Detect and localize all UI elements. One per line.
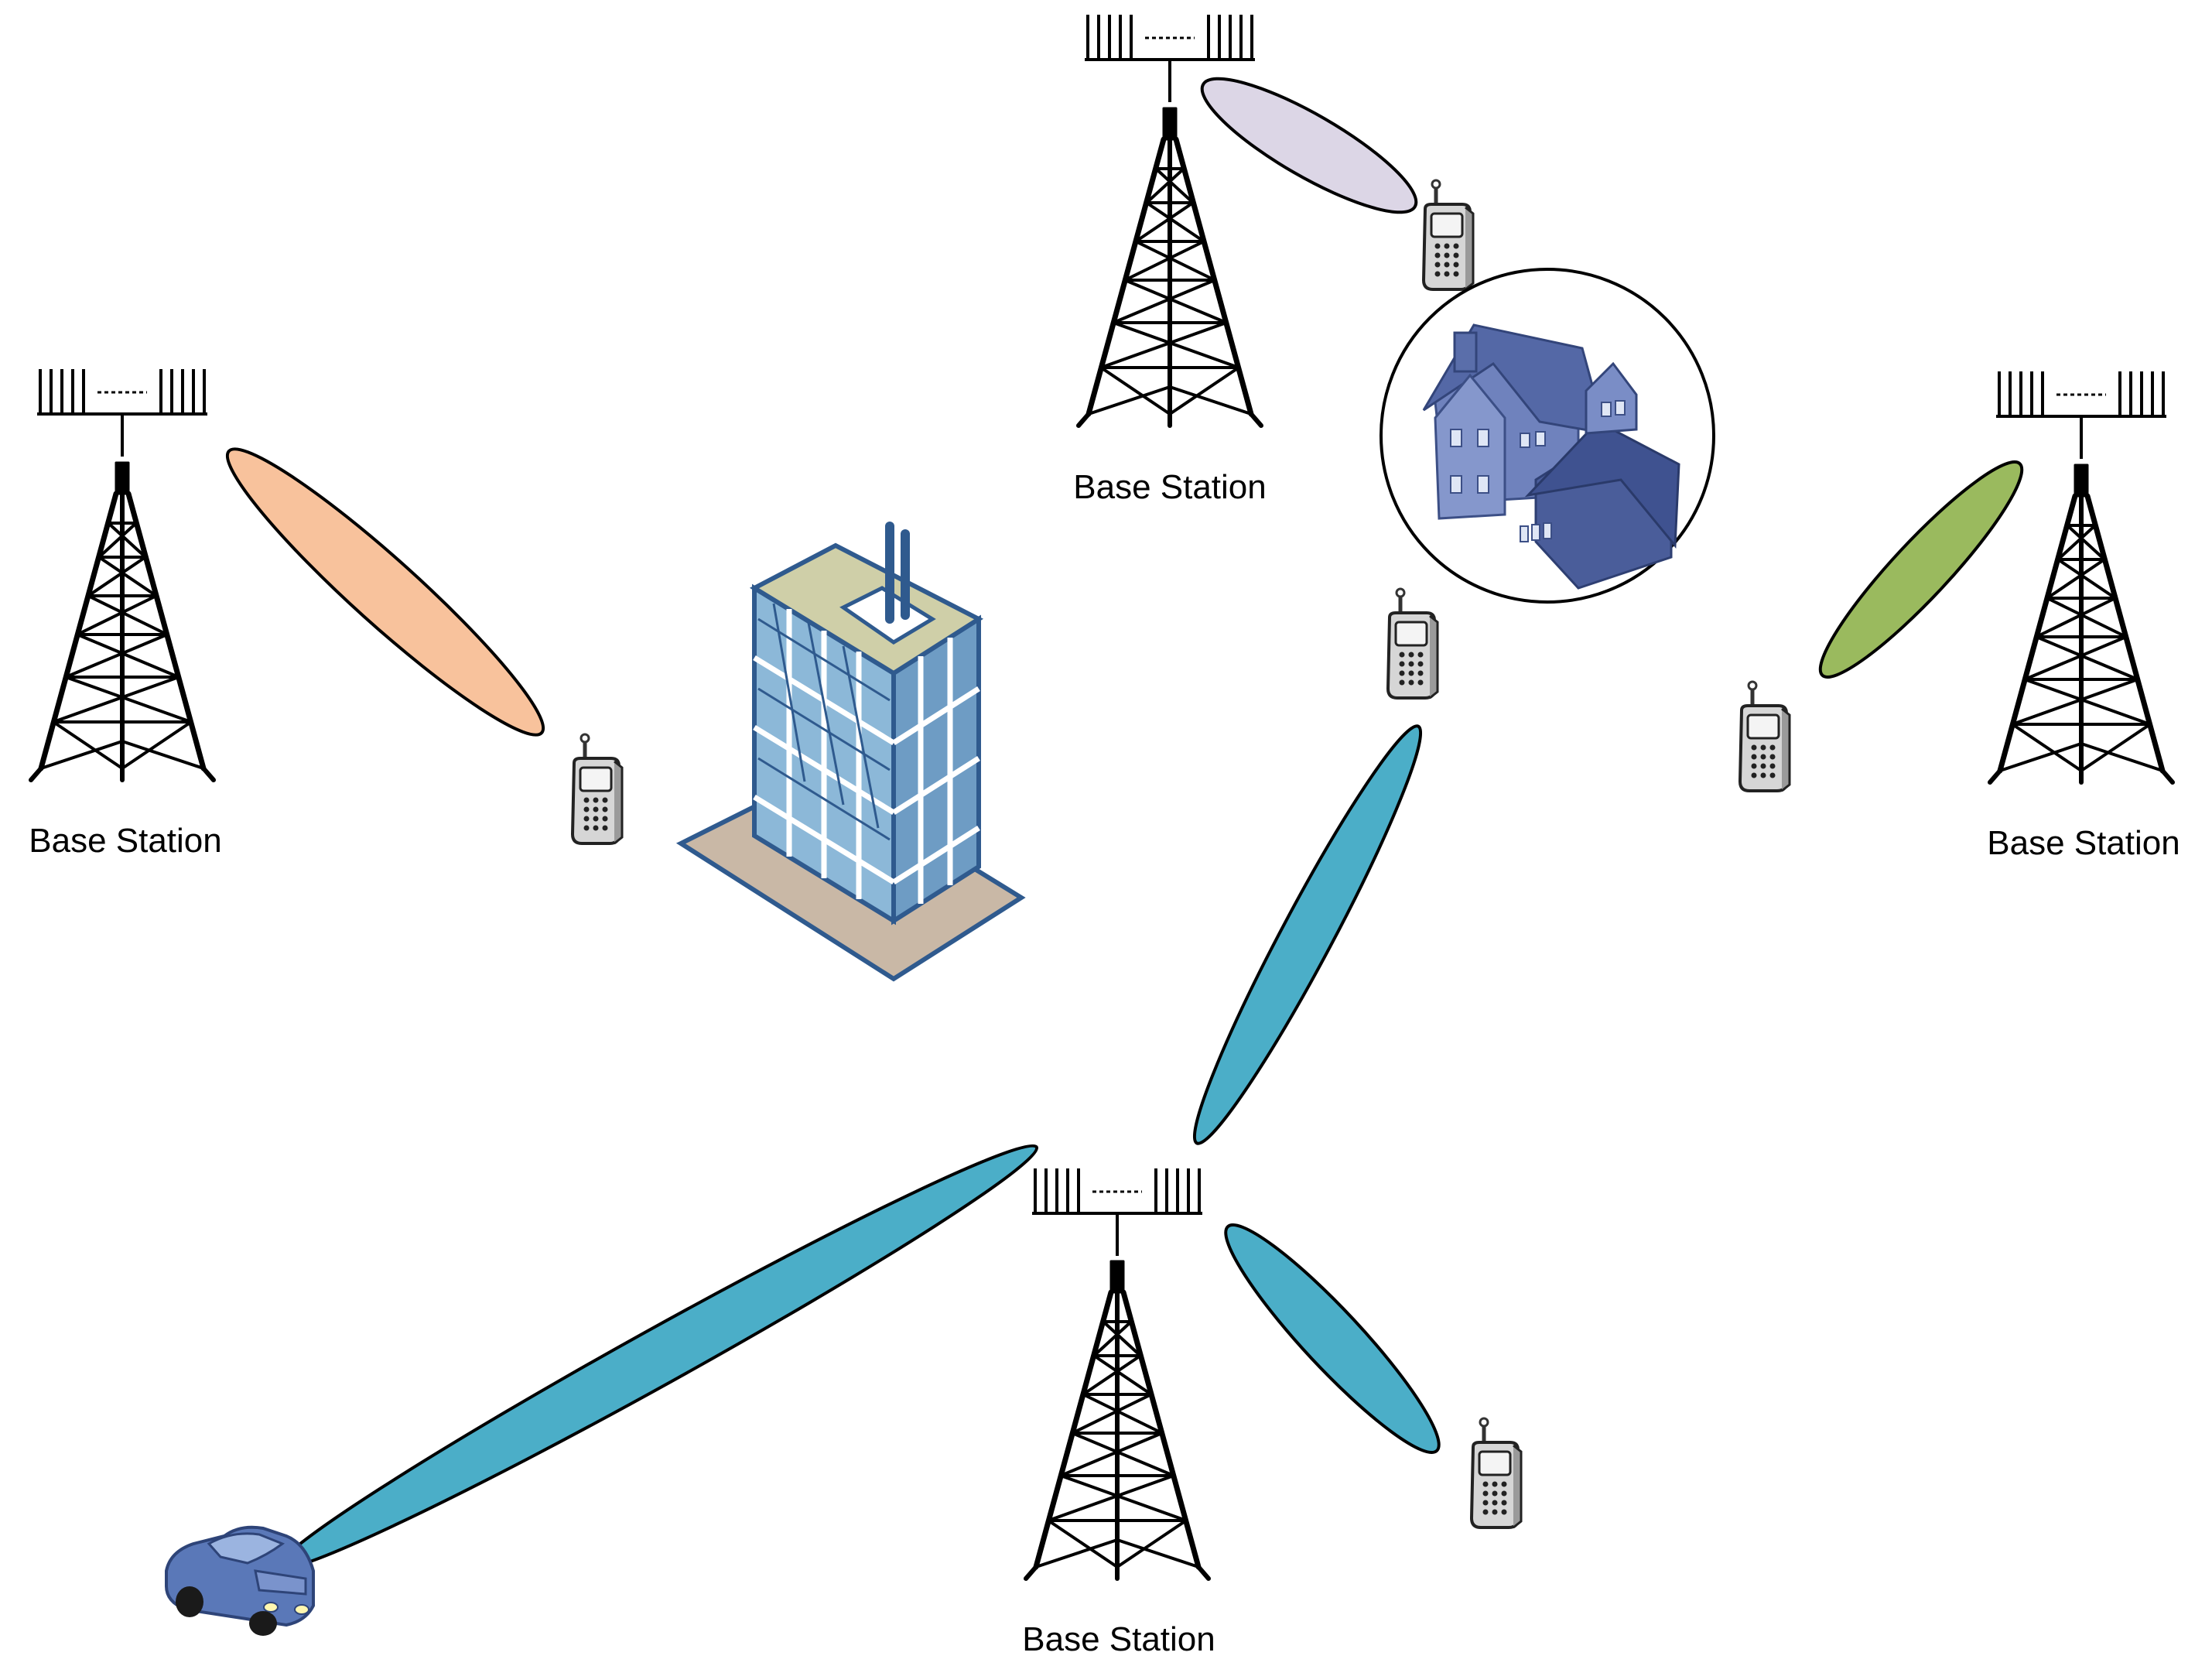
antenna-array-icon [1031,1167,1204,1257]
cell-tower-icon [31,463,214,780]
mobile-phone-icon [1388,589,1438,698]
beam-right-to-phone [1818,460,2024,679]
antenna-array-icon [1995,370,2168,460]
beam-bottom-to-car [276,1144,1039,1571]
base-station-left [31,368,214,780]
beam-bottom-to-house-phone [1192,724,1423,1145]
office-building-icon [675,522,1026,982]
base-station-label-bottom: Base Station [1022,1620,1215,1658]
mobile-phone-icon [573,734,622,843]
cell-tower-icon [1079,108,1261,426]
base-station-bottom [1026,1167,1209,1579]
beam-top-to-phone [1200,77,1418,214]
cell-tower-icon [1026,1261,1209,1579]
car-icon [165,1525,315,1636]
mobile-phone-icon [1740,682,1790,791]
base-station-top [1079,13,1261,426]
antenna-array-icon [36,368,209,458]
cell-tower-icon [1990,465,2173,782]
mobile-phone-icon [1424,180,1473,289]
base-station-right [1990,370,2173,782]
base-station-label-left: Base Station [29,822,222,860]
beam-left-to-phone [225,447,545,737]
mobile-phone-icon [1472,1418,1521,1527]
beam-bottom-to-phone [1224,1223,1441,1454]
house-icon [1380,268,1715,604]
base-station-label-top: Base Station [1073,468,1267,506]
base-station-label-right: Base Station [1987,824,2180,862]
